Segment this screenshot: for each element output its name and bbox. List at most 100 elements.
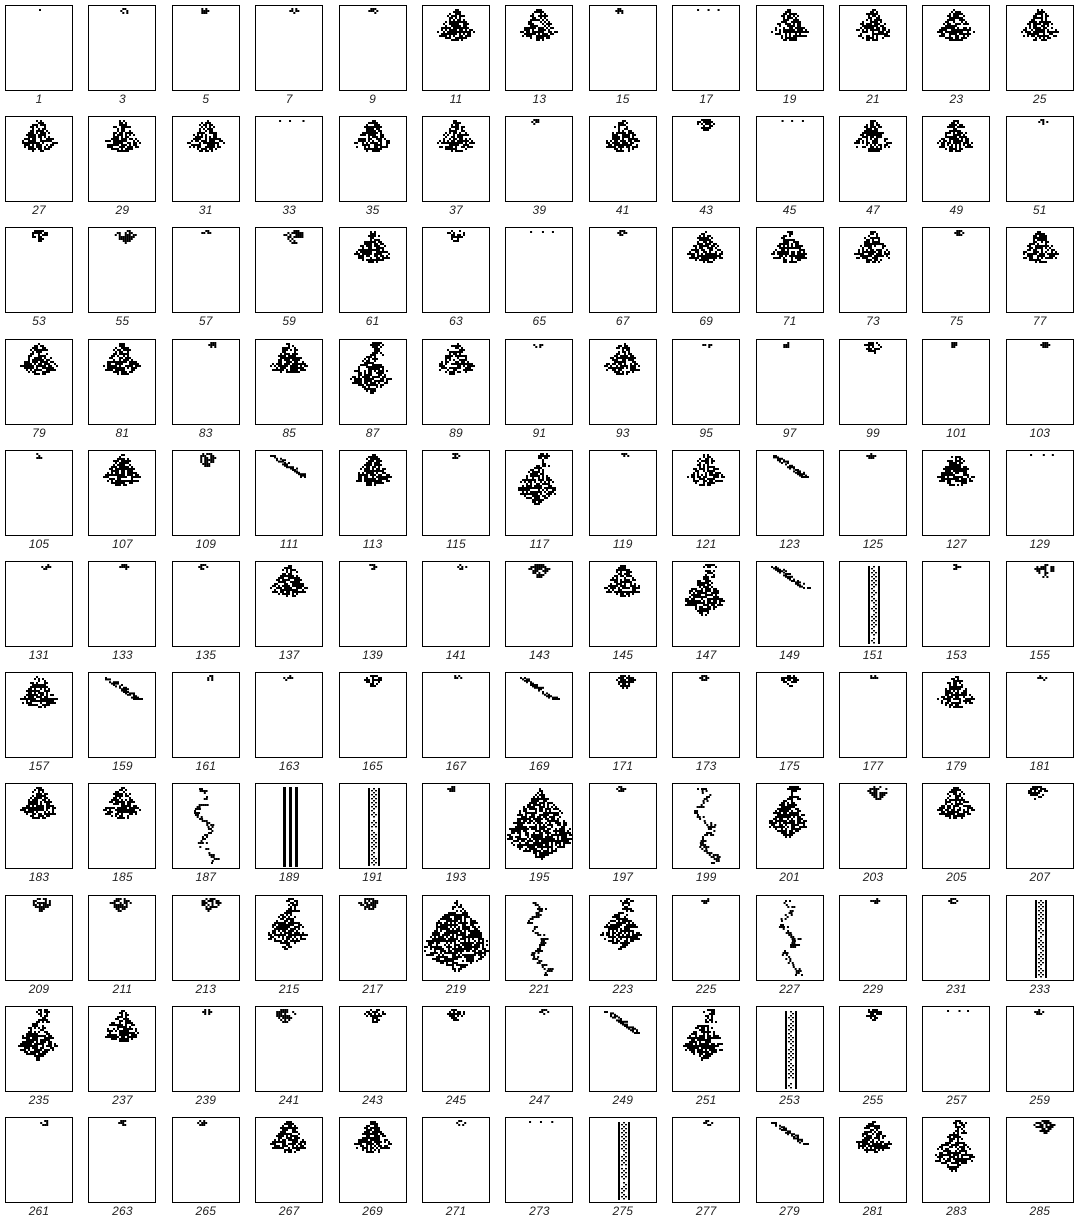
rule-number-label: 205: [917, 870, 995, 884]
automaton-evolution-plot: [422, 450, 490, 536]
rule-number-label: 33: [250, 203, 328, 217]
automaton-evolution-plot: [756, 116, 824, 202]
automaton-evolution-plot: [589, 1117, 657, 1203]
rule-panel: 83: [167, 334, 251, 446]
rule-panel: 103: [1001, 334, 1074, 446]
evolution-pattern: [89, 228, 155, 312]
rule-panel: 43: [667, 111, 751, 223]
evolution-pattern: [673, 117, 739, 201]
rule-panel: 285: [1001, 1112, 1074, 1224]
rule-panel: 219: [417, 890, 501, 1002]
automaton-evolution-plot: [672, 5, 740, 91]
rule-panel: 47: [834, 111, 918, 223]
evolution-pattern: [89, 896, 155, 980]
rule-number-label: 201: [751, 870, 829, 884]
rule-panel: 111: [250, 445, 334, 557]
rule-panel: 123: [751, 445, 835, 557]
rule-number-label: 207: [1001, 870, 1074, 884]
rule-panel: 147: [667, 556, 751, 668]
automaton-evolution-plot: [589, 895, 657, 981]
rule-number-label: 17: [667, 92, 745, 106]
rule-number-label: 203: [834, 870, 912, 884]
rule-number-label: 7: [250, 92, 328, 106]
automaton-evolution-plot: [756, 1117, 824, 1203]
evolution-pattern: [173, 896, 239, 980]
rule-number-label: 169: [500, 759, 578, 773]
evolution-pattern: [757, 896, 823, 980]
automaton-evolution-plot: [5, 227, 73, 313]
automaton-evolution-plot: [922, 116, 990, 202]
evolution-pattern: [89, 1007, 155, 1091]
evolution-pattern: [923, 117, 989, 201]
automaton-evolution-plot: [505, 895, 573, 981]
evolution-pattern: [840, 784, 906, 868]
rule-number-label: 247: [500, 1093, 578, 1107]
rule-panel: 105: [0, 445, 84, 557]
automaton-evolution-plot: [422, 783, 490, 869]
evolution-pattern: [506, 6, 572, 90]
automaton-evolution-plot: [88, 672, 156, 758]
evolution-pattern: [590, 562, 656, 646]
automaton-evolution-plot: [672, 339, 740, 425]
rule-number-label: 241: [250, 1093, 328, 1107]
automaton-evolution-plot: [505, 5, 573, 91]
evolution-pattern: [590, 451, 656, 535]
rule-panel: 13: [500, 0, 584, 112]
rule-panel: 3: [83, 0, 167, 112]
rule-panel: 257: [917, 1001, 1001, 1113]
evolution-pattern: [173, 451, 239, 535]
rule-number-label: 231: [917, 982, 995, 996]
automaton-evolution-plot: [672, 895, 740, 981]
rule-panel: 133: [83, 556, 167, 668]
evolution-pattern: [423, 784, 489, 868]
evolution-pattern: [757, 562, 823, 646]
evolution-pattern: [506, 784, 572, 868]
automaton-evolution-plot: [422, 227, 490, 313]
automaton-evolution-plot: [756, 227, 824, 313]
automaton-evolution-plot: [422, 561, 490, 647]
evolution-pattern: [757, 451, 823, 535]
rule-panel: 159: [83, 667, 167, 779]
automaton-evolution-plot: [756, 561, 824, 647]
automaton-evolution-plot: [5, 672, 73, 758]
rule-panel: 151: [834, 556, 918, 668]
rule-number-label: 41: [584, 203, 662, 217]
rule-panel: 63: [417, 222, 501, 334]
evolution-pattern: [923, 1118, 989, 1202]
rule-panel: 253: [751, 1001, 835, 1113]
evolution-pattern: [89, 1118, 155, 1202]
rule-panel: 61: [334, 222, 418, 334]
evolution-pattern: [590, 784, 656, 868]
rule-number-label: 283: [917, 1204, 995, 1218]
evolution-pattern: [256, 117, 322, 201]
rule-number-label: 9: [334, 92, 412, 106]
evolution-pattern: [1007, 784, 1073, 868]
rule-number-label: 15: [584, 92, 662, 106]
automaton-evolution-plot: [589, 561, 657, 647]
automaton-evolution-plot: [589, 672, 657, 758]
rule-number-label: 35: [334, 203, 412, 217]
rule-number-label: 263: [83, 1204, 161, 1218]
evolution-pattern: [1007, 562, 1073, 646]
rule-panel: 27: [0, 111, 84, 223]
evolution-pattern: [173, 1007, 239, 1091]
automaton-evolution-plot: [922, 450, 990, 536]
rule-number-label: 109: [167, 537, 245, 551]
automaton-evolution-plot: [589, 783, 657, 869]
rule-panel: 165: [334, 667, 418, 779]
rule-number-label: 213: [167, 982, 245, 996]
automaton-evolution-plot: [88, 339, 156, 425]
automaton-evolution-plot: [839, 339, 907, 425]
evolution-pattern: [590, 1007, 656, 1091]
automaton-evolution-plot: [172, 672, 240, 758]
evolution-pattern: [757, 1007, 823, 1091]
rule-panel: 55: [83, 222, 167, 334]
evolution-pattern: [340, 1007, 406, 1091]
rule-panel: 33: [250, 111, 334, 223]
evolution-pattern: [506, 1007, 572, 1091]
automaton-evolution-plot: [589, 116, 657, 202]
evolution-pattern: [423, 228, 489, 312]
evolution-pattern: [340, 451, 406, 535]
evolution-pattern: [840, 451, 906, 535]
automaton-evolution-plot: [1006, 895, 1074, 981]
